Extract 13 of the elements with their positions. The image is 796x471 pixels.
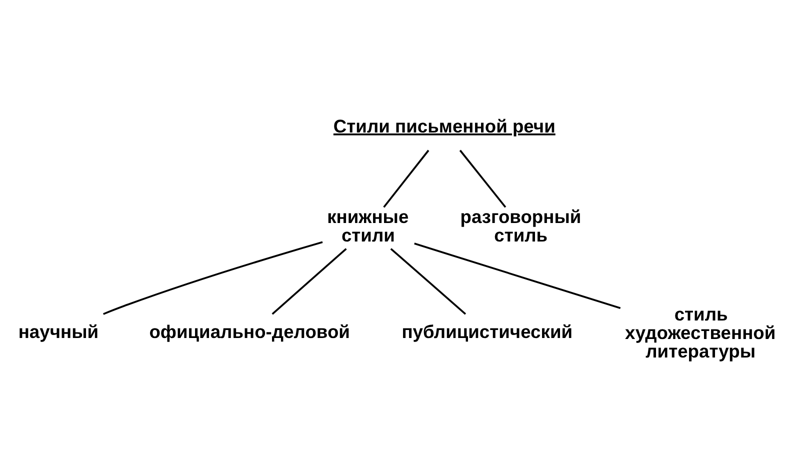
node-text: стиль художественной литературы — [624, 303, 776, 361]
connector — [459, 149, 506, 208]
connector — [103, 240, 323, 314]
node-text: публицистический — [402, 320, 573, 342]
connector — [390, 248, 466, 314]
node-text: научный — [18, 320, 99, 342]
node-text: официально-деловой — [149, 320, 350, 342]
node-text: книжные стили — [327, 206, 409, 246]
node-text: Стили письменной речи — [333, 114, 556, 136]
connector — [383, 149, 430, 208]
node-text: разговорный стиль — [460, 206, 582, 246]
connector — [414, 242, 621, 309]
connector — [272, 248, 347, 314]
